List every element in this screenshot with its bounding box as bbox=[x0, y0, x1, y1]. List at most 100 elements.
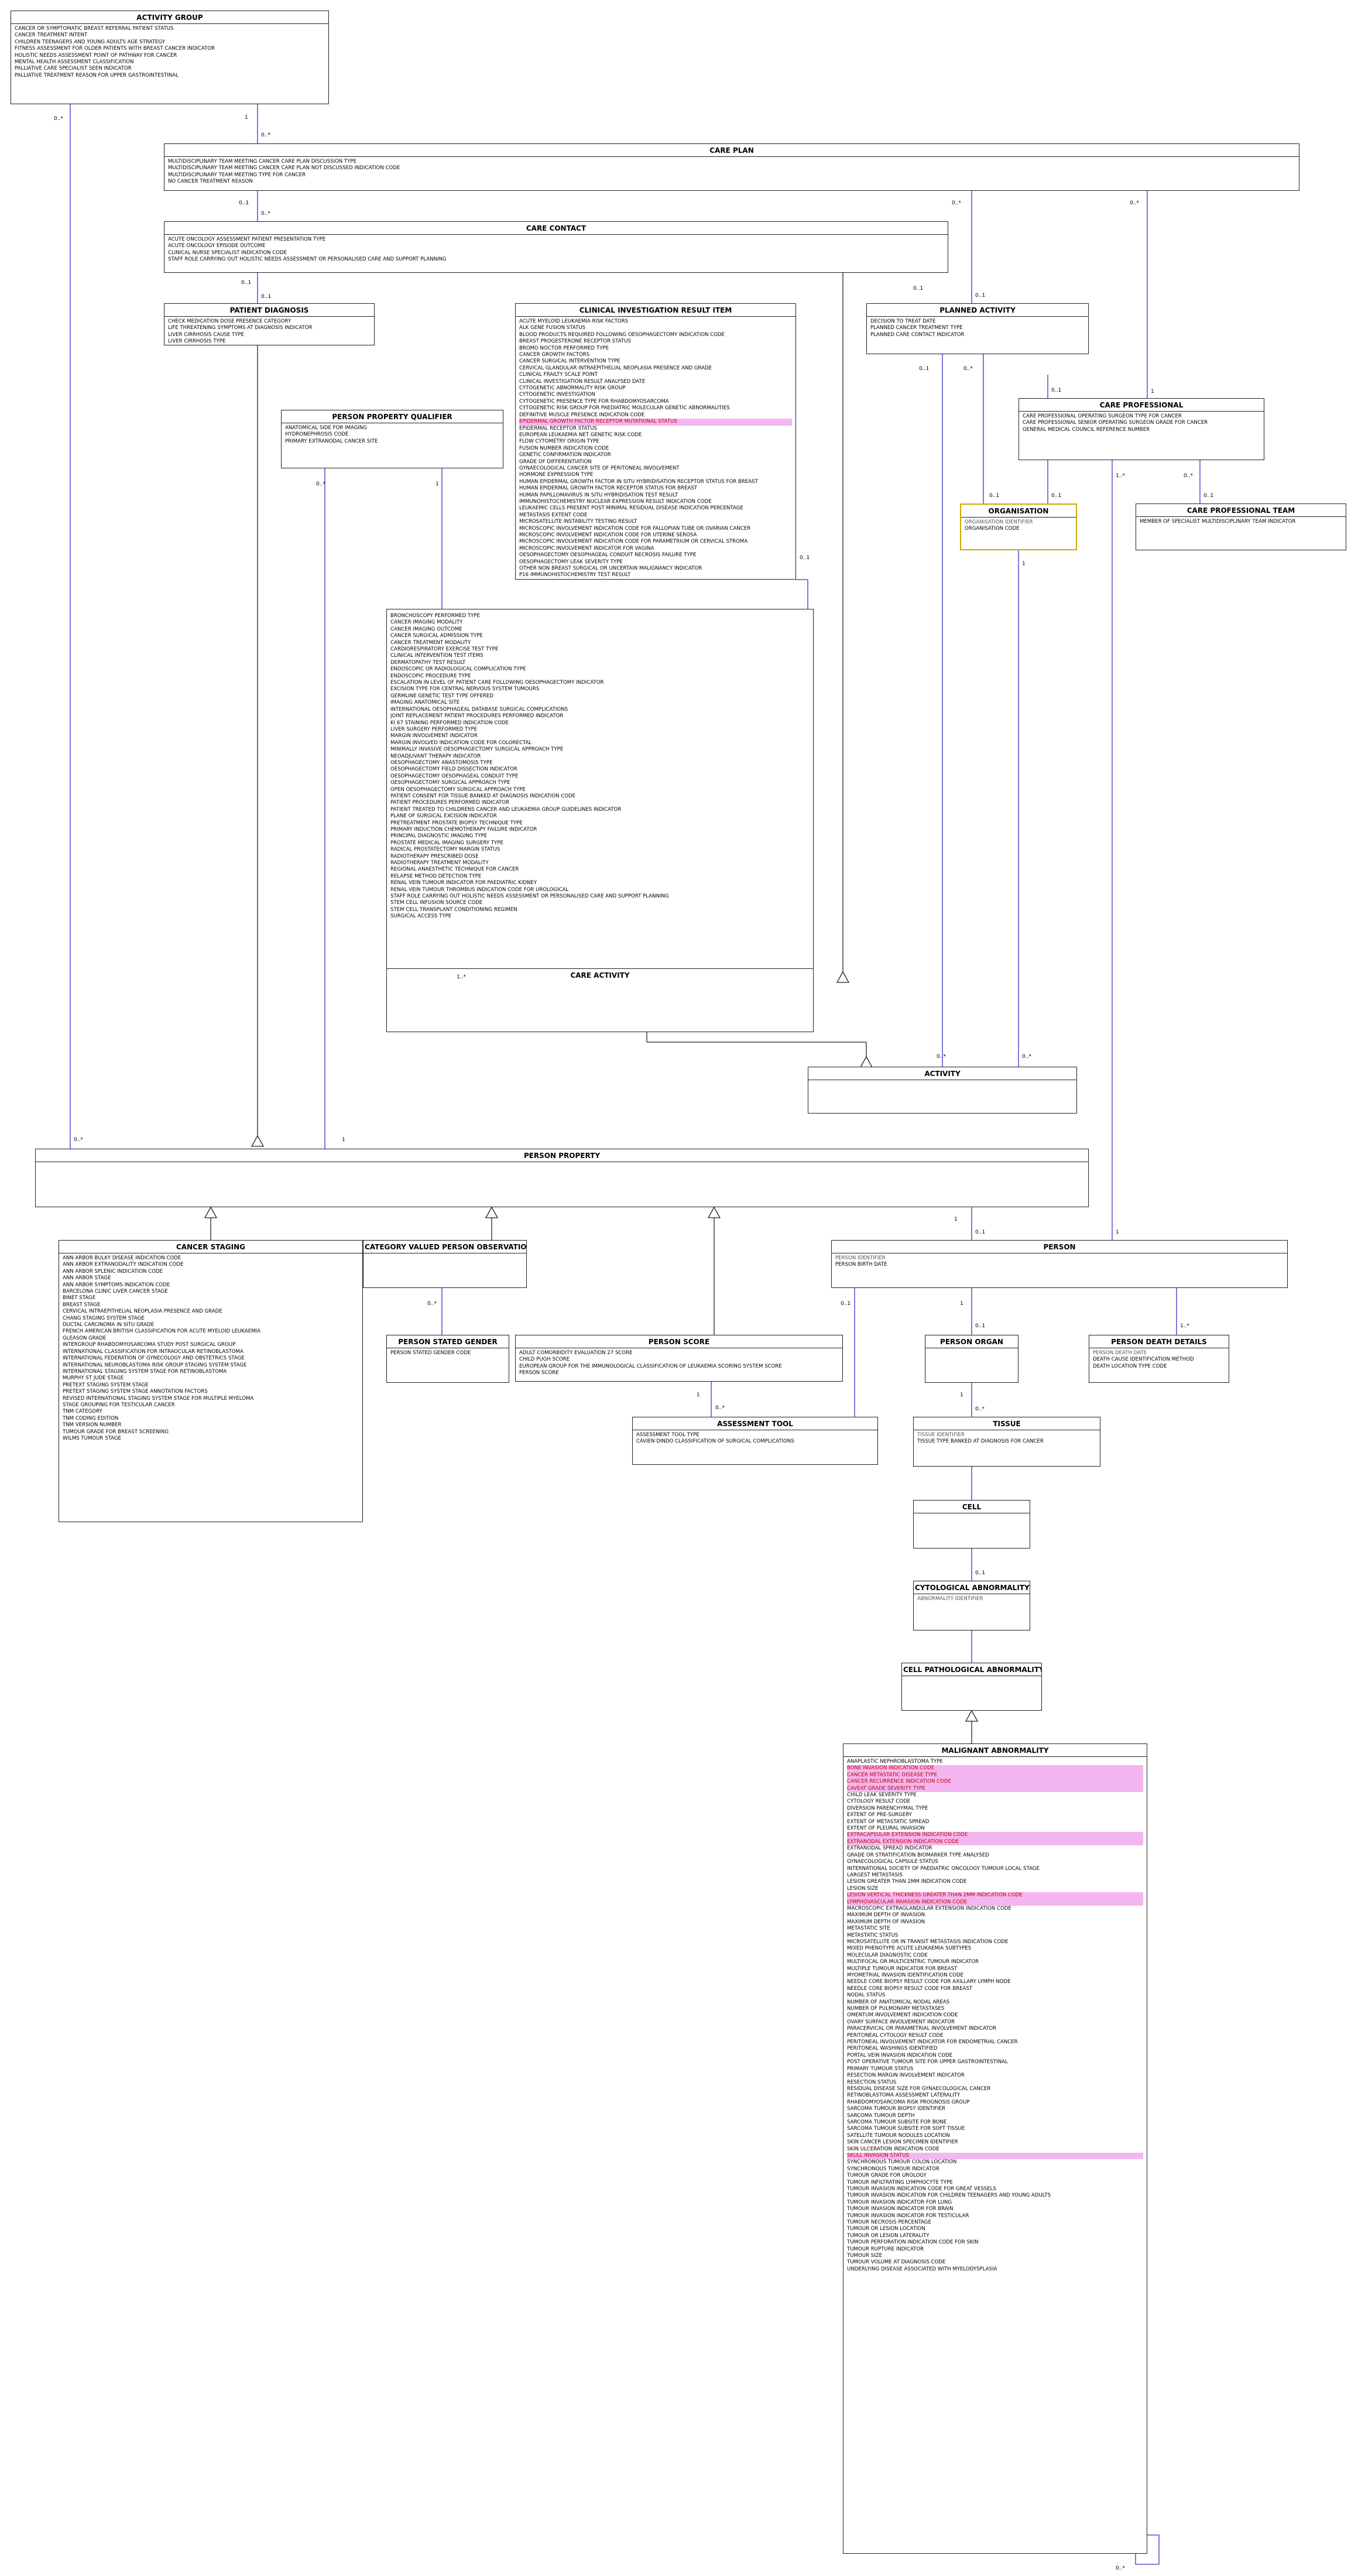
entity-attribute: OESOPHAGECTOMY ANASTOMOSIS TYPE bbox=[390, 759, 493, 766]
entity-attribute: GLEASON GRADE bbox=[63, 1335, 107, 1341]
entity-attribute: LIVER CIRRHOSIS CAUSE TYPE bbox=[168, 331, 245, 338]
cardinality-label: 0..* bbox=[952, 200, 961, 206]
entity-attribute: STEM CELL TRANSPLANT CONDITIONING REGIME… bbox=[390, 906, 517, 913]
person-organ-entity[interactable]: PERSON ORGAN bbox=[925, 1335, 1018, 1383]
entity-attribute: MARGIN INVOLVEMENT INDICATOR bbox=[390, 733, 478, 739]
clinical-investigation-result-item-entity[interactable]: CLINICAL INVESTIGATION RESULT ITEM ACUTE… bbox=[515, 303, 796, 580]
entity-title: PERSON SCORE bbox=[516, 1335, 842, 1348]
entity-attribute: PERSON DEATH DATE bbox=[1093, 1350, 1147, 1356]
entity-attribute: STEM CELL INFUSION SOURCE CODE bbox=[390, 900, 483, 906]
entity-attribute: MICROSATELLITE INSTABILITY TESTING RESUL… bbox=[519, 519, 637, 525]
entity-attribute: BREAST PROGESTERONE RECEPTOR STATUS bbox=[519, 338, 632, 345]
person-stated-gender-entity[interactable]: PERSON STATED GENDER PERSON STATED GENDE… bbox=[386, 1335, 509, 1383]
cell-entity[interactable]: CELL bbox=[913, 1500, 1030, 1549]
entity-attribute: TUMOUR GRADE FOR BREAST SCREENING bbox=[63, 1429, 169, 1435]
entity-attribute: PATIENT PROCEDURES PERFORMED INDICATOR bbox=[390, 800, 510, 806]
entity-attribute: PAEDIATRIC MYELODYSPLASIA CLINICAL FINDI… bbox=[519, 579, 792, 580]
entity-attribute: INTERNATIONAL NEUROBLASTOMA RISK GROUP S… bbox=[63, 1362, 247, 1368]
malignant-abnormality-entity[interactable]: MALIGNANT ABNORMALITY ANAPLASTIC NEPHROB… bbox=[843, 1743, 1147, 2554]
cardinality-label: 0..1 bbox=[975, 1323, 986, 1329]
entity-attribute: PALLIATIVE TREATMENT REASON FOR UPPER GA… bbox=[15, 72, 179, 78]
entity-attribute: INTERNATIONAL STAGING SYSTEM STAGE FOR R… bbox=[63, 1368, 227, 1375]
cardinality-label: 0..1 bbox=[975, 1570, 986, 1576]
category-valued-person-observation-entity[interactable]: CATEGORY VALUED PERSON OBSERVATION bbox=[363, 1240, 527, 1288]
entity-attribute: BINET STAGE bbox=[63, 1295, 96, 1301]
person-property-qualifier-entity[interactable]: PERSON PROPERTY QUALIFIER ANATOMICAL SID… bbox=[281, 410, 503, 468]
entity-attribute: CANCER METASTATIC DISEASE TYPE bbox=[847, 1772, 1143, 1779]
entity-attribute: GENETIC CONFIRMATION INDICATOR bbox=[519, 452, 611, 458]
entity-attribute: LYMPHOVASCULAR INVASION INDICATION CODE bbox=[847, 1899, 1143, 1906]
entity-attribute: EPIDERMAL RECEPTOR STATUS bbox=[519, 425, 597, 431]
entity-attribute: PLANNED CARE CONTACT INDICATOR bbox=[870, 331, 965, 338]
entity-attribute: ACUTE ONCOLOGY EPISODE OUTCOME bbox=[168, 243, 266, 249]
cardinality-label: 1..* bbox=[457, 974, 466, 980]
person-property-entity[interactable]: PERSON PROPERTY bbox=[35, 1149, 1089, 1207]
entity-attribute: ADULT COMORBIDITY EVALUATION 27 SCORE bbox=[519, 1350, 633, 1356]
entity-attribute: NEEDLE CORE BIOPSY RESULT CODE FOR BREAS… bbox=[847, 1985, 973, 1992]
entity-attribute: SYNCHRONOUS TUMOUR COLON LOCATION bbox=[847, 2159, 957, 2166]
entity-attribute: OPEN OESOPHAGECTOMY SURGICAL APPROACH TY… bbox=[390, 786, 526, 793]
cardinality-label: 1 bbox=[342, 1137, 345, 1143]
person-score-entity[interactable]: PERSON SCORE ADULT COMORBIDITY EVALUATIO… bbox=[515, 1335, 843, 1382]
entity-attribute: RENAL VEIN TUMOUR THROMBUS INDICATION CO… bbox=[390, 886, 569, 893]
entity-attribute: LESION VERTICAL THICKNESS GREATER THAN 2… bbox=[847, 1892, 1143, 1899]
entity-attribute: LEUKAEMIC CELLS PRESENT POST MINIMAL RES… bbox=[519, 505, 743, 512]
entity-attribute: ANN ARBOR SPLENIC INDICATION CODE bbox=[63, 1268, 163, 1275]
cytological-abnormality-entity[interactable]: CYTOLOGICAL ABNORMALITY ABNORMALITY IDEN… bbox=[913, 1581, 1030, 1630]
entity-title: PERSON PROPERTY QUALIFIER bbox=[282, 410, 503, 423]
care-plan-entity[interactable]: CARE PLAN MULTIDISCIPLINARY TEAM MEETING… bbox=[164, 143, 1299, 191]
entity-attribute: CAVIEN DINDO CLASSIFICATION OF SURGICAL … bbox=[636, 1438, 794, 1445]
activity-group-entity[interactable]: ACTIVITY GROUP CANCER OR SYMPTOMATIC BRE… bbox=[11, 11, 329, 104]
entity-title: PERSON DEATH DETAILS bbox=[1089, 1335, 1229, 1348]
care-professional-entity[interactable]: CARE PROFESSIONAL CARE PROFESSIONAL OPER… bbox=[1018, 398, 1264, 460]
entity-attribute: OMENTUM INVOLVEMENT INDICATION CODE bbox=[847, 2012, 958, 2019]
entity-title: PERSON PROPERTY bbox=[36, 1149, 1088, 1162]
entity-attribute: SARCOMA TUMOUR SUBSITE FOR SOFT TISSUE bbox=[847, 2126, 965, 2132]
patient-diagnosis-entity[interactable]: PATIENT DIAGNOSIS CHECK MEDICATION DOSE … bbox=[164, 303, 375, 345]
cell-pathological-abnormality-entity[interactable]: CELL PATHOLOGICAL ABNORMALITY bbox=[901, 1663, 1042, 1711]
cardinality-label: 0..1 bbox=[241, 280, 252, 286]
entity-attribute: MENTAL HEALTH ASSESSMENT CLASSIFICATION bbox=[15, 59, 134, 66]
cardinality-label: 0..* bbox=[715, 1405, 725, 1411]
entity-attribute: ACUTE MYELOID LEUKAEMIA RISK FACTORS bbox=[519, 318, 629, 324]
cardinality-label: 1..* bbox=[1116, 473, 1125, 479]
entity-attribute: METASTASIS EXTENT CODE bbox=[519, 512, 588, 518]
entity-attribute: NODAL STATUS bbox=[847, 1992, 886, 1999]
cardinality-label: 0..* bbox=[963, 366, 973, 372]
care-professional-team-entity[interactable]: CARE PROFESSIONAL TEAM MEMBER OF SPECIAL… bbox=[1136, 503, 1346, 550]
entity-attribute: SKULL INVASION STATUS bbox=[847, 2152, 1143, 2160]
entity-attribute: FRENCH AMERICAN BRITISH CLASSIFICATION F… bbox=[63, 1328, 260, 1335]
entity-attribute: CANCER IMAGING MODALITY bbox=[390, 619, 463, 626]
entity-attribute: MYOMETRIAL INVASION IDENTIFICATION CODE bbox=[847, 1972, 964, 1978]
cardinality-label: 0..1 bbox=[239, 200, 249, 206]
entity-attribute: PERITONEAL INVOLVEMENT INDICATOR FOR END… bbox=[847, 2039, 1018, 2046]
cancer-staging-entity[interactable]: CANCER STAGING ANN ARBOR BULKY DISEASE I… bbox=[59, 1240, 363, 1522]
entity-attribute: MARGIN INVOLVED INDICATION CODE FOR COLO… bbox=[390, 739, 532, 746]
entity-attribute: RESECTION MARGIN INVOLVEMENT INDICATOR bbox=[847, 2073, 965, 2079]
attribute-list: CANCER OR SYMPTOMATIC BREAST REFERRAL PA… bbox=[11, 24, 328, 81]
entity-attribute: TUMOUR NECROSIS PERCENTAGE bbox=[847, 2219, 931, 2226]
activity-entity[interactable]: ACTIVITY bbox=[808, 1067, 1077, 1114]
entity-attribute: STAFF ROLE CARRYING OUT HOLISTIC NEEDS A… bbox=[168, 256, 447, 263]
entity-attribute: REGIONAL ANAESTHETIC TECHNIQUE FOR CANCE… bbox=[390, 866, 519, 873]
entity-attribute: ANN ARBOR STAGE bbox=[63, 1275, 111, 1282]
entity-attribute: EXTRANODAL SPREAD INDICATOR bbox=[847, 1845, 932, 1852]
entity-attribute: SATELLITE TUMOUR NODULES LOCATION bbox=[847, 2132, 950, 2139]
care-contact-entity[interactable]: CARE CONTACT ACUTE ONCOLOGY ASSESSMENT P… bbox=[164, 221, 948, 273]
entity-attribute: PRIMARY EXTRANODAL CANCER SITE bbox=[285, 438, 378, 444]
entity-title: TISSUE bbox=[914, 1417, 1100, 1430]
entity-attribute: TUMOUR INVASION INDICATION CODE FOR GREA… bbox=[847, 2186, 996, 2192]
cardinality-label: 0..* bbox=[1184, 473, 1193, 479]
entity-attribute: SURGICAL ACCESS TYPE bbox=[390, 913, 452, 920]
entity-attribute: MAXIMUM DEPTH OF INVASION bbox=[847, 1919, 925, 1925]
